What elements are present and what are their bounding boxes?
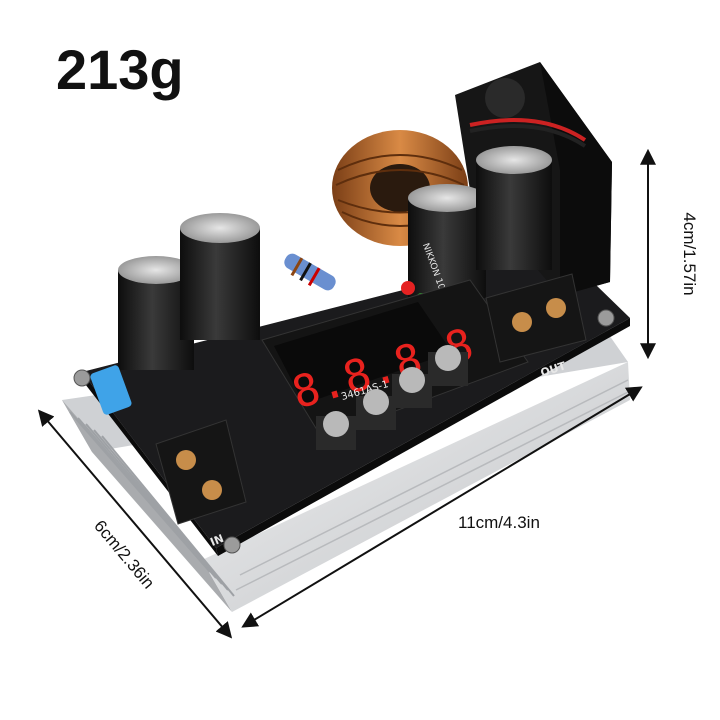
height-dimension: 4cm/1.57in bbox=[640, 148, 699, 360]
output-terminal: OUT bbox=[485, 273, 587, 380]
blue-fuse bbox=[90, 365, 132, 415]
length-dimension: 11cm/4.3in bbox=[241, 386, 643, 628]
small-capacitors bbox=[118, 213, 260, 370]
resistor bbox=[284, 253, 336, 291]
terminal-screw-icon bbox=[176, 450, 196, 470]
screw-icon bbox=[73, 369, 91, 387]
height-label: 4cm/1.57in bbox=[680, 212, 699, 295]
screw-icon bbox=[597, 309, 615, 327]
terminal-screw-icon bbox=[202, 480, 222, 500]
width-label: 6cm/2.36in bbox=[90, 517, 158, 593]
terminal-screw-icon bbox=[546, 298, 566, 318]
red-led-icon bbox=[401, 281, 415, 295]
length-label: 11cm/4.3in bbox=[458, 513, 540, 532]
screw-icon bbox=[223, 536, 241, 554]
weight-label: 213g bbox=[56, 38, 184, 101]
terminal-screw-icon bbox=[512, 312, 532, 332]
button-4[interactable] bbox=[428, 345, 468, 386]
button-1[interactable] bbox=[316, 411, 356, 450]
